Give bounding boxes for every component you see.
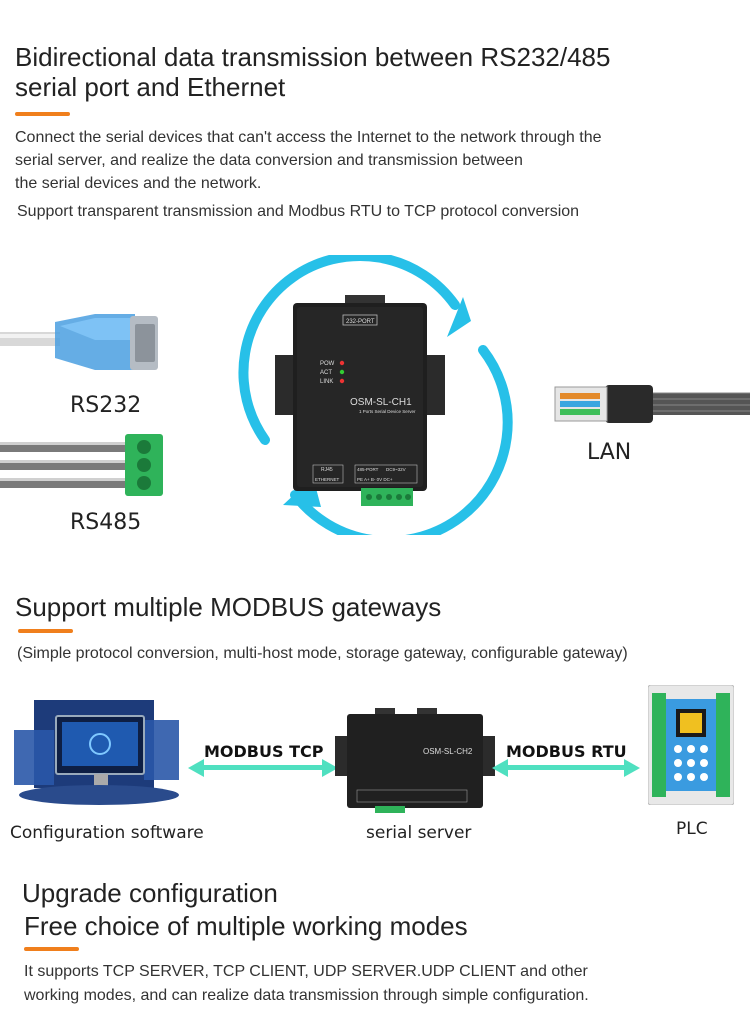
plc-device-image — [648, 685, 734, 805]
device-subtitle: 1 Ports Serial Device Server — [359, 409, 416, 414]
device-port-label: 232-PORT — [346, 319, 375, 325]
serial-server-device-ch1: 232-PORT POW ACT LINK OSM-SL-CH1 1 Ports… — [275, 295, 445, 506]
rs485-wire-image — [0, 434, 163, 496]
label-rs232: RS232 — [70, 393, 142, 418]
section3-title-line1: Upgrade configuration — [22, 878, 278, 908]
accent-bar-2 — [18, 629, 73, 633]
device-pins-label: PE A+ B- 0V DC+ — [357, 477, 393, 482]
label-modbus-tcp: MODBUS TCP — [204, 742, 324, 761]
configuration-software-image — [14, 700, 179, 805]
label-plc: PLC — [676, 819, 708, 839]
device-485-label: 485-PORT — [357, 467, 379, 472]
label-lan: LAN — [587, 440, 632, 465]
label-serial-server: serial server — [366, 823, 472, 843]
accent-bar — [15, 112, 70, 116]
section1-desc-line4: Support transparent transmission and Mod… — [17, 203, 580, 220]
section2-desc: (Simple protocol conversion, multi-host … — [17, 645, 628, 662]
section1-desc-line2: serial server, and realize the data conv… — [15, 152, 523, 169]
section2-title: Support multiple MODBUS gateways — [15, 592, 442, 622]
rs232-cable-image — [0, 314, 158, 370]
device-model: OSM-SL-CH1 — [350, 397, 412, 408]
bidirectional-arrows-icon — [238, 255, 513, 535]
led-act-label: ACT — [320, 370, 332, 376]
section1-desc-line1: Connect the serial devices that can't ac… — [15, 129, 602, 146]
device-rj45-label: RJ45 — [321, 467, 333, 473]
device-ch2-model: OSM-SL-CH2 — [423, 747, 473, 756]
modbus-rtu-arrow-icon — [492, 759, 640, 777]
section1-title-line1: Bidirectional data transmission between … — [15, 42, 611, 72]
label-modbus-rtu: MODBUS RTU — [506, 742, 627, 761]
device-power-label: DC9~32V — [386, 467, 406, 472]
lan-cable-image — [554, 385, 750, 423]
accent-bar-3 — [24, 947, 79, 951]
serial-server-device-ch2: OSM-SL-CH2 — [335, 708, 495, 813]
modbus-tcp-arrow-icon — [188, 759, 338, 777]
section1-title-line2: serial port and Ethernet — [15, 72, 286, 102]
section3-desc-line2: working modes, and can realize data tran… — [24, 987, 589, 1004]
section3-desc-line1: It supports TCP SERVER, TCP CLIENT, UDP … — [24, 963, 588, 980]
led-link-label: LINK — [320, 379, 333, 385]
section3-title-line2: Free choice of multiple working modes — [24, 911, 468, 941]
label-rs485: RS485 — [70, 510, 142, 535]
section1-desc-line3: the serial devices and the network. — [15, 175, 262, 192]
led-pow-label: POW — [320, 361, 335, 367]
label-configuration-software: Configuration software — [10, 823, 204, 843]
device-ethernet-label: ETHERNET — [315, 477, 340, 482]
